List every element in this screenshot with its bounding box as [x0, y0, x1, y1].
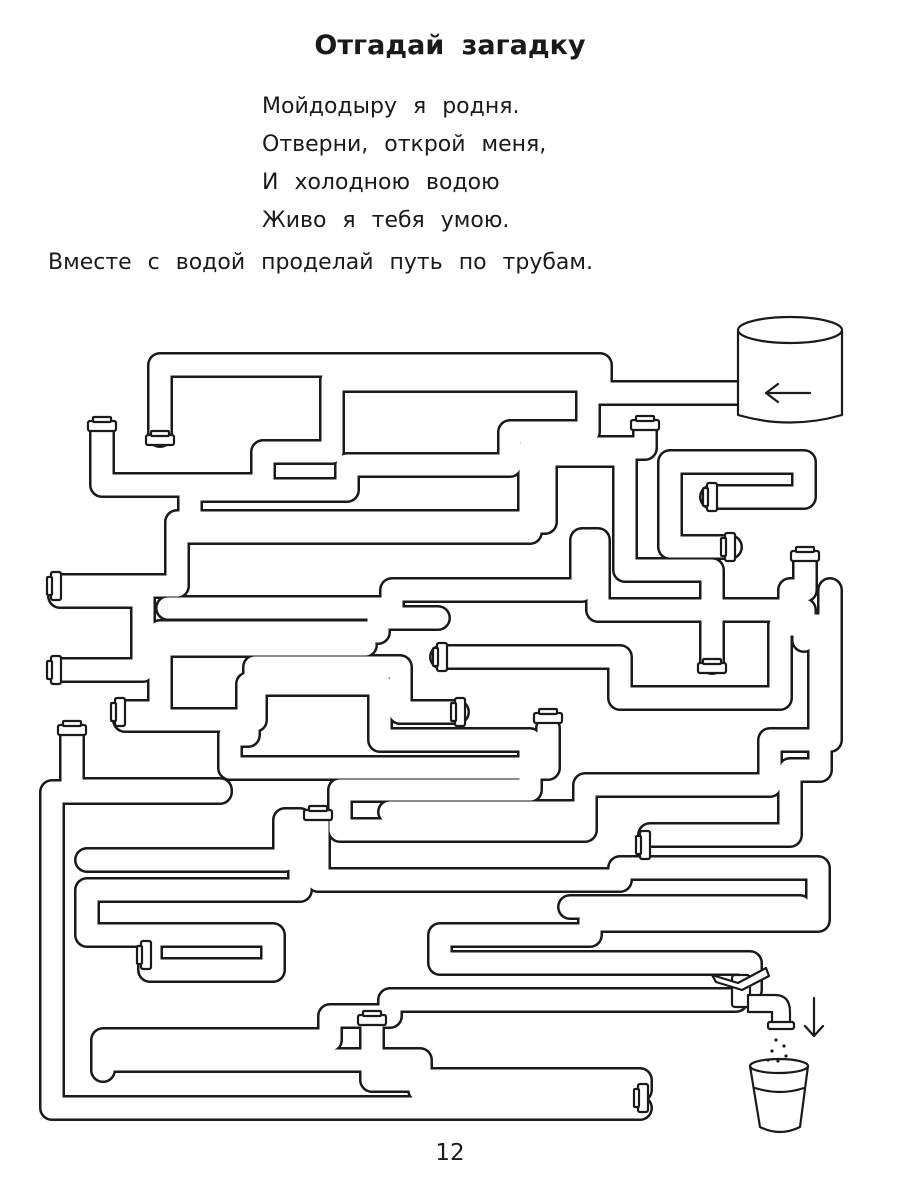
pipe-interior	[114, 656, 468, 731]
pipe-nozzle-icon	[449, 696, 467, 728]
pipe-nozzle-icon	[701, 481, 719, 513]
pipe-interior	[76, 809, 311, 871]
pipe-interior	[41, 781, 651, 1119]
task-instruction: Вместе с водой проделай путь по трубам.	[48, 250, 593, 275]
arrow-down-icon	[803, 996, 825, 1038]
pipe-interior	[76, 819, 311, 981]
pipe-interior	[431, 614, 831, 846]
riddle-poem: Мойдодыру я родня. Отверни, открой меня,…	[262, 88, 546, 240]
pipe-nozzle-icon	[45, 654, 63, 686]
pipe-nozzle-icon	[86, 415, 118, 433]
pipe-interior	[49, 444, 723, 673]
pipe-interior	[92, 1014, 651, 1101]
pipe-nozzle-icon	[45, 570, 63, 602]
arrow-left-icon	[764, 382, 812, 404]
glass-icon	[748, 1057, 810, 1134]
pipe-interior	[149, 354, 751, 446]
pipe-interior	[219, 579, 841, 841]
pipe-interior	[49, 585, 154, 681]
pipe-interior	[92, 989, 747, 1081]
pipe-nozzle-icon	[632, 1082, 650, 1114]
pipe-nozzle-icon	[56, 719, 88, 737]
pipe-nozzle-icon	[109, 696, 127, 728]
pipe-nozzle-icon	[135, 939, 153, 971]
pipe-nozzle-icon	[302, 804, 334, 822]
pipe-nozzle-icon	[719, 531, 737, 563]
pipe-nozzle-icon	[431, 641, 449, 673]
pipe-segment[interactable]	[47, 583, 156, 683]
pipe-nozzle-icon	[634, 829, 652, 861]
pipe-interior	[157, 529, 816, 621]
pipe-nozzle-icon	[356, 1009, 388, 1027]
pipe-nozzle-icon	[696, 657, 728, 675]
faucet-icon	[710, 966, 796, 1031]
pipe-nozzle-icon	[532, 707, 564, 725]
pipe-nozzle-icon	[144, 429, 176, 447]
pipe-interior	[659, 451, 815, 558]
page-title: Отгадай загадку	[314, 30, 586, 61]
water-tank-icon	[736, 315, 844, 424]
pipe-interior	[307, 809, 829, 1001]
riddle-line: Мойдодыру я родня.	[262, 94, 520, 119]
riddle-line: И холодною водою	[262, 170, 500, 195]
water-drops-icon	[766, 1038, 788, 1063]
page-number: 12	[435, 1140, 465, 1166]
riddle-line: Живо я тебя умою.	[262, 208, 510, 233]
pipe-nozzle-icon	[789, 545, 821, 563]
pipe-nozzle-icon	[629, 414, 661, 432]
riddle-line: Отверни, открой меня,	[262, 132, 547, 157]
